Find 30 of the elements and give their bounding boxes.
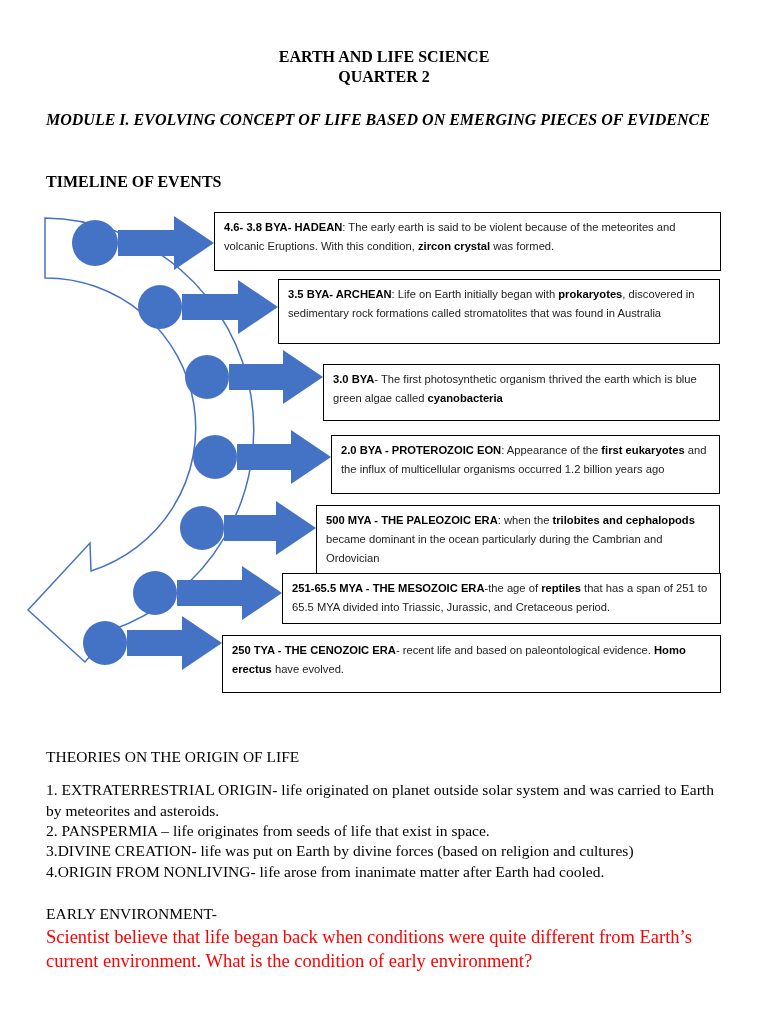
text-line: 3.DIVINE CREATION- life was put on Earth by divine forces (based on religion and cultures) (46, 841, 635, 861)
block-arrow (118, 216, 214, 270)
event-box (214, 212, 721, 271)
event-box (282, 573, 721, 624)
title: EARTH AND LIFE SCIENCE (277, 47, 491, 67)
text-line: 4.ORIGIN FROM NONLIVING- life arose from inanimate matter after Earth had cooled. (46, 862, 606, 882)
event-description: 3.5 BYA- ARCHEAN: Life on Earth initially began with prokaryotes, discovered in sedimentary rock formations called stromatolites that was found in Australia (288, 287, 696, 321)
text-line: Scientist believe that life began back when conditions were quite different from Earth’s current environment. What is the condition of early environment? (46, 926, 693, 973)
event-box (316, 505, 720, 575)
text-line: 1. EXTRATERRESTRIAL ORIGIN- life originated on planet outside solar system and was carried to Earth by meteorites and asteroids. (46, 780, 715, 821)
module-heading: MODULE I. EVOLVING CONCEPT OF LIFE BASED ON EMERGING PIECES OF EVIDENCE (46, 110, 711, 130)
event-box (278, 279, 720, 344)
event-box (331, 435, 720, 494)
block-arrow (127, 616, 222, 670)
event-description: 500 MYA - THE PALEOZOIC ERA: when the trilobites and cephalopods became dominant in the ocean particularly during the Cambrian and Ordovician (326, 513, 696, 566)
heading: TIMELINE OF EVENTS (46, 172, 223, 192)
event-description: 250 TYA - THE CENOZOIC ERA- recent life and based on paleontological evidence. Homo erectus have evolved. (232, 643, 687, 677)
block-arrow (177, 566, 282, 620)
block-arrow (237, 430, 331, 484)
event-description: 251-65.5 MYA - THE MESOZOIC ERA-the age of reptiles that has a span of 251 to 65.5 MYA divided into Triassic, Jurassic, and Cretaceous period. (292, 581, 709, 615)
event-box (222, 635, 721, 693)
text-line: 2. PANSPERMIA – life originates from seeds of life that exist in space. (46, 821, 491, 841)
event-description: 4.6- 3.8 BYA- HADEAN: The early earth is said to be violent because of the meteorites and volcanic Eruptions. With this condition, zircon crystal was formed. (224, 220, 677, 254)
event-description: 3.0 BYA- The first photosynthetic organism thrived the earth which is blue green algae called cyanobacteria (333, 372, 698, 406)
event-box (323, 364, 720, 421)
block-arrow (182, 280, 278, 334)
heading: QUARTER 2 (337, 67, 431, 87)
text-line: EARLY ENVIRONMENT- (46, 904, 218, 924)
event-description: 2.0 BYA - PROTEROZOIC EON: Appearance of the first eukaryotes and the influx of multicellular organisms occurred 1.2 billion years ago (341, 443, 708, 477)
text-line: THEORIES ON THE ORIGIN OF LIFE (46, 747, 301, 767)
